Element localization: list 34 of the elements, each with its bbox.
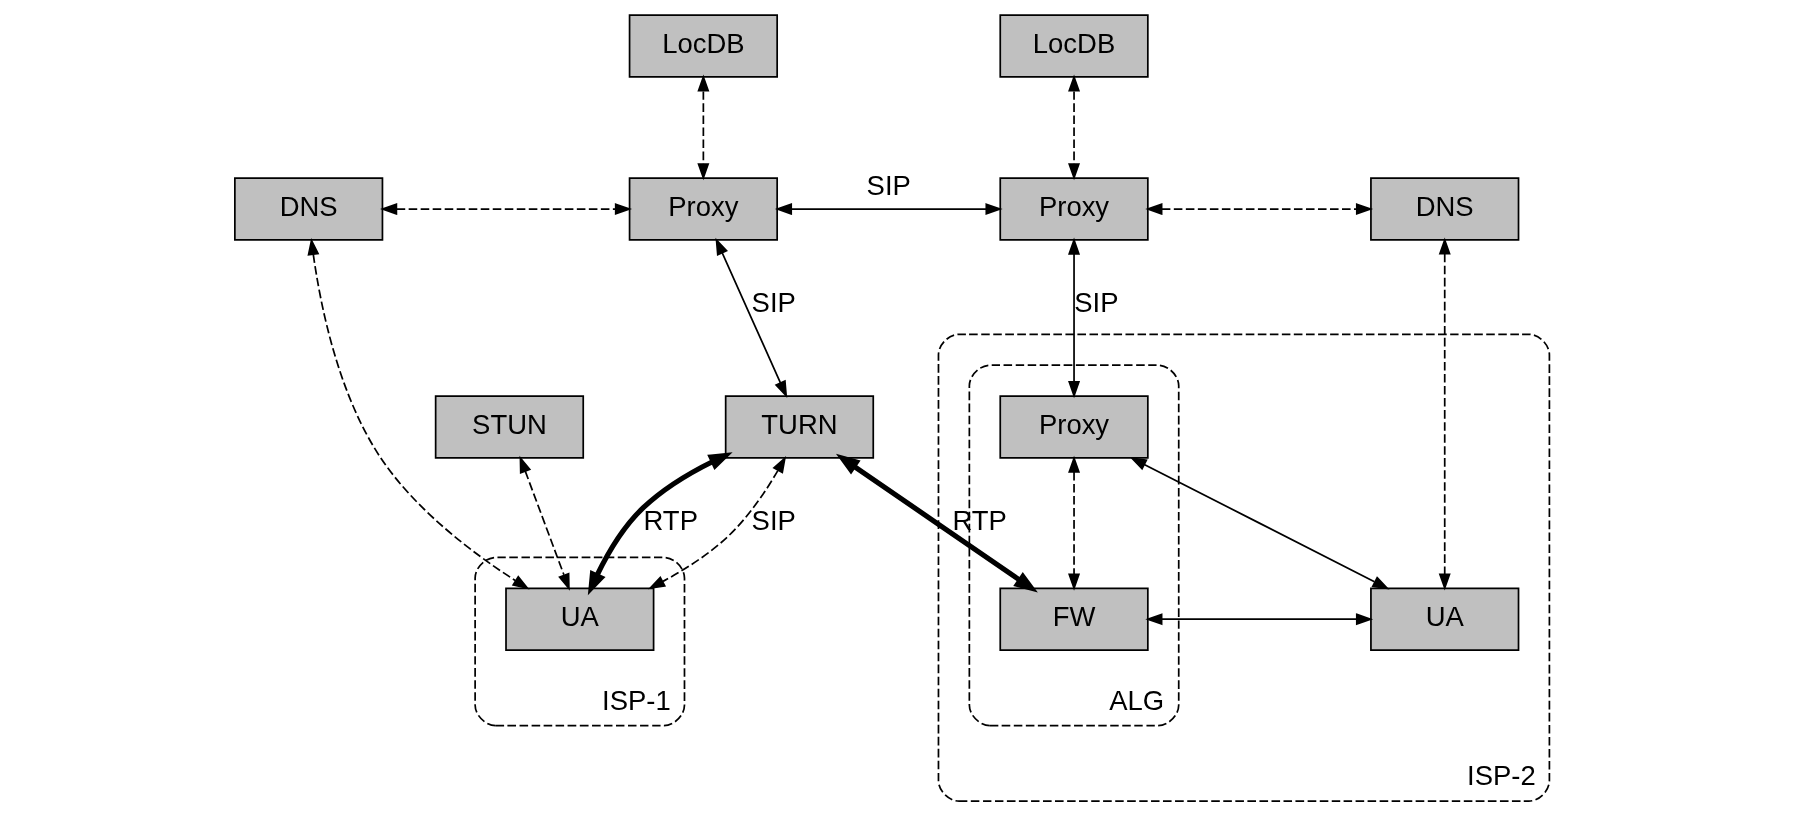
node-box: TURN [724, 395, 874, 459]
node-box: Proxy [998, 395, 1149, 459]
arrow [519, 455, 570, 591]
arrow [587, 452, 733, 596]
node-box: LocDB [998, 14, 1149, 78]
node-box: STUN [434, 395, 584, 459]
edge-label: SIP [751, 504, 796, 536]
arrow [647, 455, 786, 590]
arrow [1144, 203, 1373, 216]
arrow [1067, 74, 1080, 181]
arrow [774, 203, 1003, 216]
node-box: UA [1369, 587, 1519, 651]
arrow [1067, 455, 1080, 591]
arrow [1144, 613, 1373, 626]
node-box: UA [504, 587, 654, 651]
node-box: DNS [233, 177, 383, 241]
arrow [1067, 237, 1080, 399]
node-box: FW [998, 587, 1149, 651]
arrow [835, 453, 1038, 593]
edge-label: SIP [1073, 286, 1118, 318]
node-box: Proxy [998, 177, 1149, 241]
arrow [379, 203, 632, 216]
node-box: LocDB [628, 14, 778, 78]
arrow [714, 237, 787, 398]
arrow [1438, 237, 1451, 591]
arrow [306, 238, 530, 590]
edge-label: SIP [751, 286, 796, 318]
node-box: DNS [1369, 177, 1519, 241]
edge-label: RTP [643, 504, 698, 536]
arrow [1129, 457, 1390, 590]
edge-label: RTP [951, 504, 1007, 536]
arrow [696, 74, 709, 181]
node-box: Proxy [628, 177, 778, 241]
edge-label: SIP [866, 169, 911, 201]
